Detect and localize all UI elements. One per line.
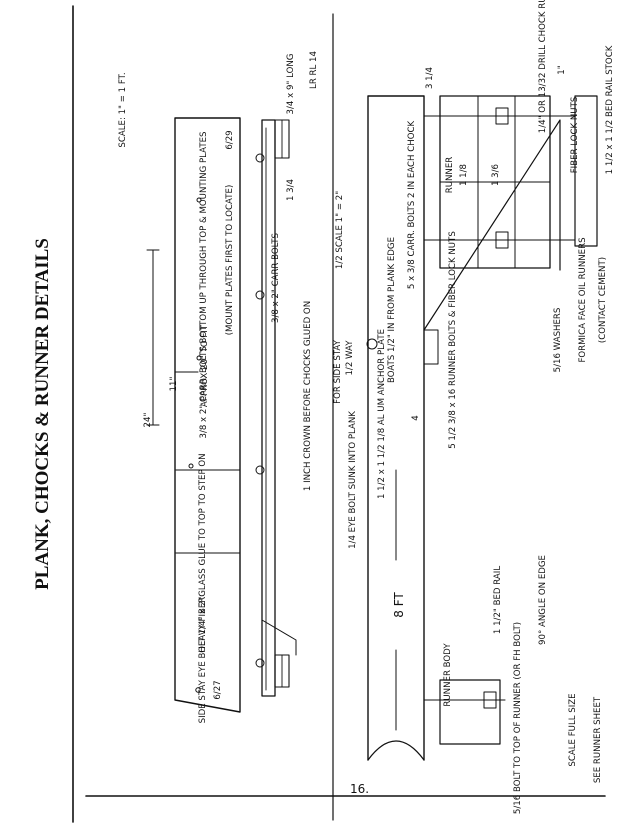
mount-plates-note: (MOUNT PLATES FIRST TO LOCATE) [225,185,235,336]
side-stay-note: SIDE STAY EYE BOLT 1/4" x 2" [198,597,208,724]
dim-1-8-label: 1 1/8 [459,164,469,186]
dim-1-6-label: 1 3/6 [491,164,501,186]
side-plank-view: 1 INCH CROWN BEFORE CHOCKS GLUED ON 3/8 … [255,51,319,697]
anchor-plate [423,329,439,365]
nut-2 [495,231,509,249]
bed-rail-label: 1 1/2 x 1 1/2 BED RAIL STOCK [605,45,615,174]
fiber-lock-label: FIBER LOCK NUTS [570,97,580,174]
top-plank-outline [174,117,241,713]
runner-body-nut [483,691,497,709]
runner-label: RUNNER [445,157,455,194]
drill-note: 1/4" OR 13/32 DRILL CHOCK RUNNERS [538,0,548,133]
bed-rail-stock [574,95,598,247]
see-runner-label: SEE RUNNER SHEET [593,696,603,783]
eye-bolt-label: 1/4 EYE BOLT SUNK INTO PLANK [348,411,358,549]
crown-note: 1 INCH CROWN BEFORE CHOCKS GLUED ON [303,301,313,491]
for-side-stay: FOR SIDE STAY [333,339,343,403]
knob-c [255,290,265,300]
knob-b [255,465,265,475]
bolt-hole-b [196,355,202,361]
page-title: PLANK, CHOCKS & RUNNER DETAILS [32,238,53,590]
carr-bolts-note: 3/8 x 2" CARR. BOLTS BOTTOM UP THROUGH T… [199,132,209,439]
top-plank-view: 24" 11" APPROX 20" TO FIT 3/8 x 2" CARR.… [118,72,241,724]
knob-d [255,153,265,163]
heavy-fiberglass-note: HEAVY FIBERGLASS GLUE TO TOP TO STEP ON [198,453,208,652]
angle-edge-label: 90° ANGLE ON EDGE [538,555,548,645]
date-left: 6/27 [213,680,223,699]
nut-1 [495,107,509,125]
bolt-hole-c [196,197,202,203]
scale-full-label: SCALE FULL SIZE [568,693,578,766]
long-note: 3/4 x 9" LONG [286,54,296,115]
date-right: 6/29 [225,130,235,149]
plank-end-curve [367,740,425,761]
dim-11-label: 11" [169,377,179,392]
contact-label: (CONTACT CEMENT) [598,257,608,343]
bolt-hole-a [188,463,194,469]
carr-bolts-small: 3/8 x 2" CARR BOLTS [271,233,281,323]
bolt-note: 5/16 BOLT TO TOP OF RUNNER (OR FH BOLT) [513,622,523,814]
knob-a [255,658,265,668]
bed-rail-strip [423,119,561,331]
dim-1-label: 1" [557,65,567,74]
approx-label: APPROX 20" TO FIT [200,324,210,407]
half-way-label: 1/2 WAY [345,340,355,376]
eye-bolt-hole [195,687,201,693]
stay-bracket [261,619,297,656]
angle-plate-label: 1 1/2 x 1 1/2 1/8 AL UM ANCHOR PLATE [377,329,387,499]
dim-3-4-label: 3 1/4 [425,67,435,89]
bottom-scale-label: 1/2 SCALE 1" = 2" [335,191,345,269]
carr-bolts-label: 5 x 3/8 CARR. BOLTS 2 IN EACH CHOCK [407,121,417,290]
bottom-plank-view: 8 FT 1/2 SCALE 1" = 2" FOR SIDE STAY 1/4… [333,0,615,814]
washers-label: 5/16 WASHERS [553,308,563,373]
small-dim: 1 3/4 [286,179,296,201]
dim-4-label: 4 [411,415,421,420]
eight-ft-label: 8 FT [392,592,406,618]
bottom-plank-outline [367,95,425,761]
side-plank-outline [261,119,276,697]
lr-note: LR RL 14 [309,51,319,89]
top-scale-label: SCALE: 1" = 1 FT. [118,72,128,147]
boats-label: BOATS 1/2" IN FROM PLANK EDGE [387,237,397,383]
bed-rail-2-label: 1 1/2" BED RAIL [493,566,503,634]
runner-body-label: RUNNER BODY [443,643,453,707]
eye-bolt [366,338,378,350]
page-number: 16. [350,782,369,796]
runner-bolts-label: 5 1/2 3/8 x 16 RUNNER BOLTS & FIBER LOCK… [448,231,458,449]
dim-24-label: 24" [143,413,153,428]
carr-bolts-note-text: 3/8 x 2" CARR. BOLTS BOTTOM UP THROUGH T… [199,132,209,439]
runner-body [439,679,501,745]
formica-label: FORMICA FACE OIL RUNNERS [578,237,588,362]
